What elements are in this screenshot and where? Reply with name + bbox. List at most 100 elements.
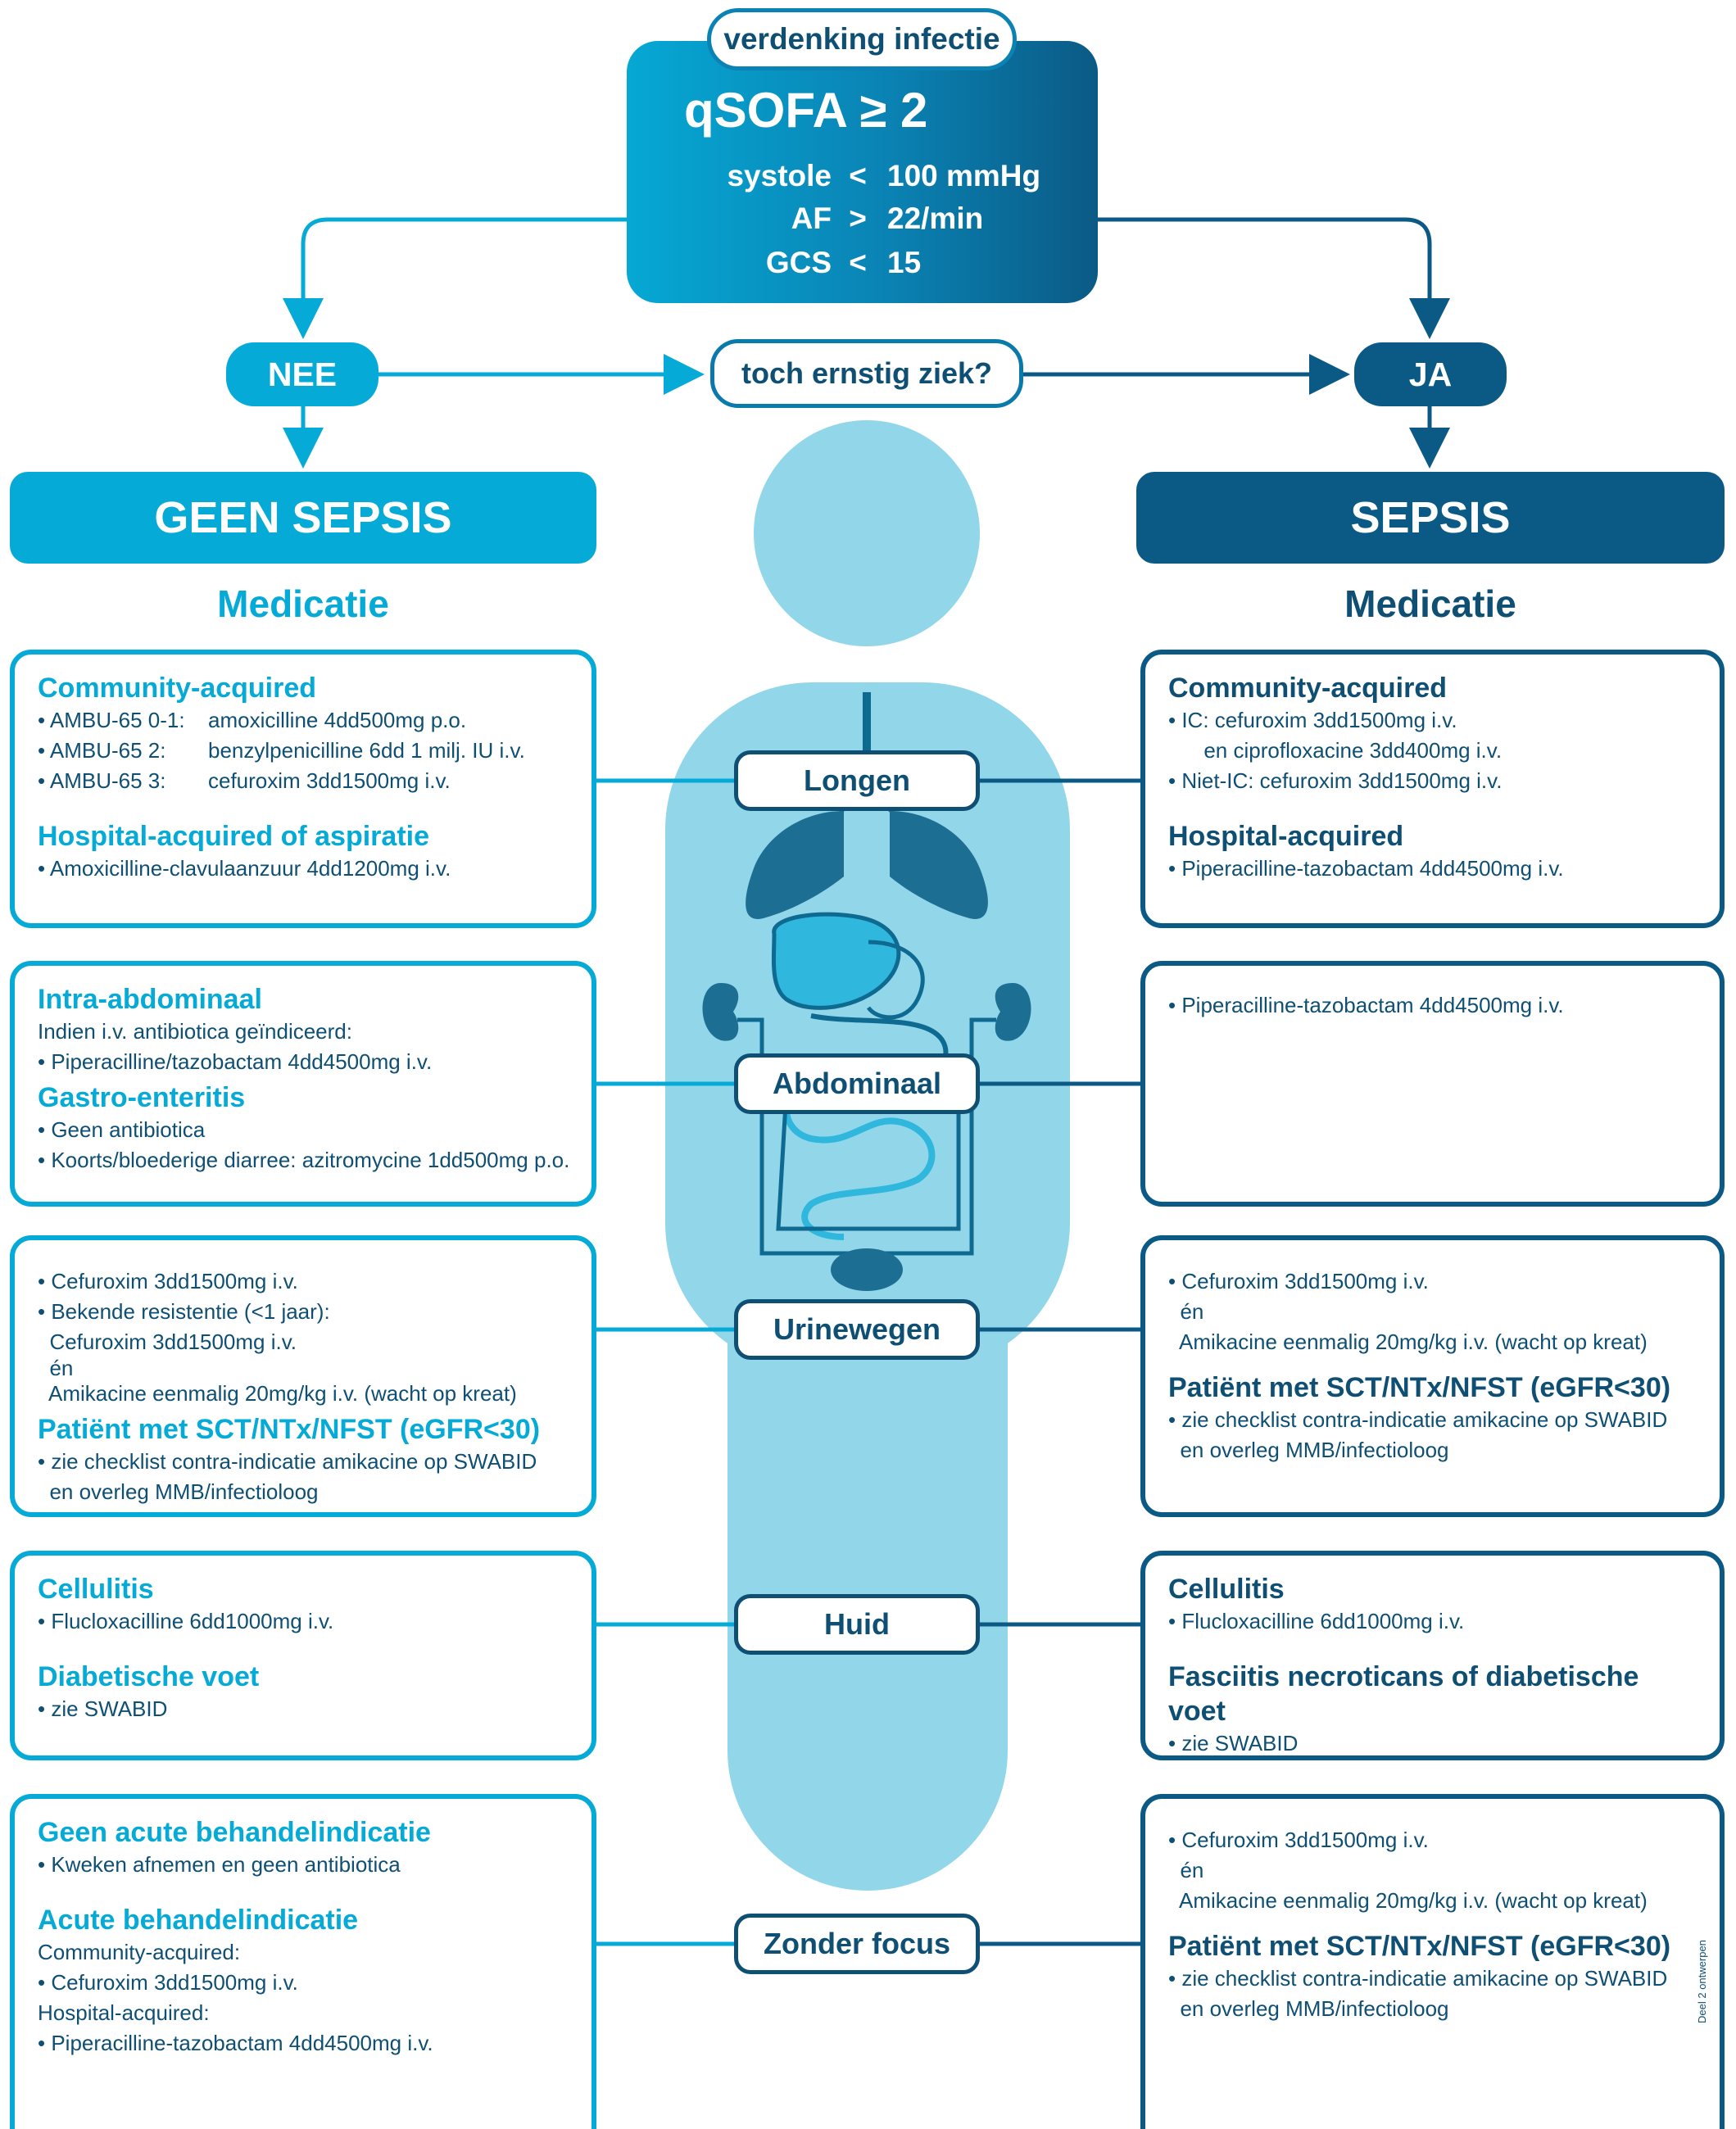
criterion-symbol: < bbox=[849, 159, 867, 193]
list-item: • IC: cefuroxim 3dd1500mg i.v. bbox=[1168, 708, 1457, 732]
box-heading: Community-acquired bbox=[38, 673, 317, 704]
box-heading: Patiënt met SCT/NTx/NFST (eGFR<30) bbox=[1168, 1931, 1671, 1962]
left-huid-box: Cellulitis • Flucloxacilline 6dd1000mg i… bbox=[10, 1551, 596, 1760]
list-item: • Cefuroxim 3dd1500mg i.v. bbox=[1168, 1269, 1429, 1293]
list-item: én bbox=[1168, 1858, 1204, 1882]
credit-text: Deel 2 ontwerpen bbox=[1696, 1940, 1708, 2023]
list-item: én bbox=[1168, 1299, 1204, 1324]
list-item: • Piperacilline-tazobactam 4dd4500mg i.v… bbox=[38, 2031, 433, 2055]
arrow-icon bbox=[283, 217, 1450, 469]
item-key: • AMBU-65 3: bbox=[38, 768, 166, 793]
medication-heading-right: Medicatie bbox=[1344, 582, 1516, 625]
left-longen-box: Community-acquired • AMBU-65 0-1: amoxici… bbox=[10, 650, 596, 928]
list-item: • Cefuroxim 3dd1500mg i.v. bbox=[38, 1970, 298, 1995]
left-urinewegen-box: • Cefuroxim 3dd1500mg i.v. • Bekende res… bbox=[10, 1235, 596, 1517]
list-item: • Cefuroxim 3dd1500mg i.v. bbox=[1168, 1828, 1429, 1852]
box-heading: Fasciitis necroticans of diabetische voe… bbox=[1168, 1661, 1639, 1727]
yes-pill: JA bbox=[1354, 342, 1507, 406]
right-abdominaal-box: • Piperacilline-tazobactam 4dd4500mg i.v… bbox=[1140, 961, 1725, 1207]
list-item: • Flucloxacilline 6dd1000mg i.v. bbox=[1168, 1609, 1465, 1633]
body-legs bbox=[727, 1278, 1008, 1891]
list-item: • AMBU-65 0-1: amoxicilline 4dd500mg p.o. bbox=[38, 705, 573, 736]
qsofa-box bbox=[627, 41, 1098, 303]
list-item: Amikacine eenmalig 20mg/kg i.v. (wacht o… bbox=[1168, 1888, 1648, 1913]
no-sepsis-banner: GEEN SEPSIS bbox=[10, 472, 596, 564]
list-item: • Bekende resistentie (<1 jaar): bbox=[38, 1299, 330, 1324]
right-huid-box: Cellulitis • Flucloxacilline 6dd1000mg i… bbox=[1140, 1551, 1725, 1760]
no-pill: NEE bbox=[226, 342, 378, 406]
criterion-label: systole bbox=[727, 159, 832, 193]
list-item: • Piperacilline-tazobactam 4dd4500mg i.v… bbox=[1168, 856, 1564, 881]
list-item: Amikacine eenmalig 20mg/kg i.v. (wacht o… bbox=[1168, 1329, 1648, 1354]
criterion-symbol: < bbox=[849, 246, 867, 279]
list-item: • AMBU-65 3: cefuroxim 3dd1500mg i.v. bbox=[38, 766, 573, 796]
criterion-label: AF bbox=[791, 202, 832, 235]
list-item: Indien i.v. antibiotica geïndiceerd: bbox=[38, 1019, 352, 1044]
list-item: Community-acquired: bbox=[38, 1940, 241, 1964]
list-item: • zie SWABID bbox=[1168, 1731, 1299, 1755]
organ-label-zonder-focus: Zonder focus bbox=[734, 1914, 980, 1974]
list-item: en ciprofloxacine 3dd400mg i.v. bbox=[1168, 738, 1503, 763]
list-item: • zie checklist contra-indicatie amikaci… bbox=[1168, 1407, 1668, 1432]
still-sick-pill: toch ernstig ziek? bbox=[710, 339, 1023, 408]
item-value: benzylpenicilline 6dd 1 milj. IU i.v. bbox=[208, 738, 525, 763]
list-item: en overleg MMB/infectioloog bbox=[38, 1479, 319, 1504]
box-heading: Community-acquired bbox=[1168, 673, 1448, 704]
list-item: • Kweken afnemen en geen antibiotica bbox=[38, 1852, 401, 1877]
suspicion-label: verdenking infectie bbox=[707, 8, 1017, 70]
criterion-value: 100 mmHg bbox=[887, 159, 1041, 193]
list-item: • zie checklist contra-indicatie amikaci… bbox=[1168, 1966, 1668, 1991]
organ-label-abdominaal: Abdominaal bbox=[734, 1053, 980, 1114]
list-item: • zie checklist contra-indicatie amikaci… bbox=[38, 1449, 537, 1474]
criterion-value: 15 bbox=[887, 246, 922, 279]
list-item: • Cefuroxim 3dd1500mg i.v. bbox=[38, 1269, 298, 1293]
right-longen-box: Community-acquired • IC: cefuroxim 3dd15… bbox=[1140, 650, 1725, 928]
list-item: en overleg MMB/infectioloog bbox=[1168, 1438, 1449, 1462]
box-heading: Acute behandelindicatie bbox=[38, 1905, 359, 1936]
box-heading: Intra-abdominaal bbox=[38, 984, 262, 1015]
organ-connectors bbox=[596, 778, 1140, 1946]
list-item: Cefuroxim 3dd1500mg i.v. bbox=[38, 1329, 297, 1354]
list-item: én bbox=[38, 1356, 74, 1380]
left-zonder-focus-box: Geen acute behandelindicatie • Kweken af… bbox=[10, 1794, 596, 2129]
list-item: • Koorts/bloederige diarree: azitromycin… bbox=[38, 1148, 570, 1172]
box-heading: Patiënt met SCT/NTx/NFST (eGFR<30) bbox=[38, 1414, 541, 1445]
organ-label-huid: Huid bbox=[734, 1594, 980, 1655]
box-heading: Geen acute behandelindicatie bbox=[38, 1817, 431, 1848]
list-item: • Piperacilline-tazobactam 4dd4500mg i.v… bbox=[1168, 993, 1564, 1017]
list-item: • Piperacilline/tazobactam 4dd4500mg i.v… bbox=[38, 1049, 433, 1074]
organ-label-longen: Longen bbox=[734, 750, 980, 811]
qsofa-title: qSOFA ≥ 2 bbox=[684, 83, 928, 138]
item-value: amoxicilline 4dd500mg p.o. bbox=[208, 708, 467, 732]
box-heading: Hospital-acquired of aspiratie bbox=[38, 821, 429, 852]
box-heading: Cellulitis bbox=[38, 1574, 154, 1605]
criterion-value: 22/min bbox=[887, 202, 984, 235]
list-item: • Geen antibiotica bbox=[38, 1117, 206, 1142]
box-heading: Cellulitis bbox=[1168, 1574, 1285, 1605]
box-heading: Hospital-acquired bbox=[1168, 821, 1404, 852]
box-heading: Diabetische voet bbox=[38, 1661, 260, 1692]
organs-icon bbox=[771, 912, 961, 1240]
body-head bbox=[754, 420, 980, 646]
right-urinewegen-box: • Cefuroxim 3dd1500mg i.v. én Amikacine … bbox=[1140, 1235, 1725, 1517]
left-abdominaal-box: Intra-abdominaal Indien i.v. antibiotica… bbox=[10, 961, 596, 1207]
list-item: Hospital-acquired: bbox=[38, 2000, 210, 2025]
sepsis-banner: SEPSIS bbox=[1136, 472, 1725, 564]
bladder-icon bbox=[831, 1248, 903, 1291]
list-item: • zie SWABID bbox=[38, 1696, 168, 1721]
right-zonder-focus-box: • Cefuroxim 3dd1500mg i.v. én Amikacine … bbox=[1140, 1794, 1725, 2129]
kidney-icon bbox=[702, 983, 1031, 1256]
item-value: cefuroxim 3dd1500mg i.v. bbox=[208, 768, 451, 793]
criterion-symbol: > bbox=[849, 202, 867, 235]
list-item: • Amoxicilline-clavulaanzuur 4dd1200mg i… bbox=[38, 856, 451, 881]
list-item: • Flucloxacilline 6dd1000mg i.v. bbox=[38, 1609, 334, 1633]
item-key: • AMBU-65 0-1: bbox=[38, 708, 185, 732]
organ-label-urinewegen: Urinewegen bbox=[734, 1299, 980, 1360]
box-heading: Gastro-enteritis bbox=[38, 1082, 246, 1113]
item-key: • AMBU-65 2: bbox=[38, 738, 166, 763]
box-heading: Patiënt met SCT/NTx/NFST (eGFR<30) bbox=[1168, 1372, 1671, 1403]
list-item: en overleg MMB/infectioloog bbox=[1168, 1996, 1449, 2021]
list-item: • AMBU-65 2: benzylpenicilline 6dd 1 milj… bbox=[38, 736, 573, 766]
medication-heading-left: Medicatie bbox=[217, 582, 389, 625]
